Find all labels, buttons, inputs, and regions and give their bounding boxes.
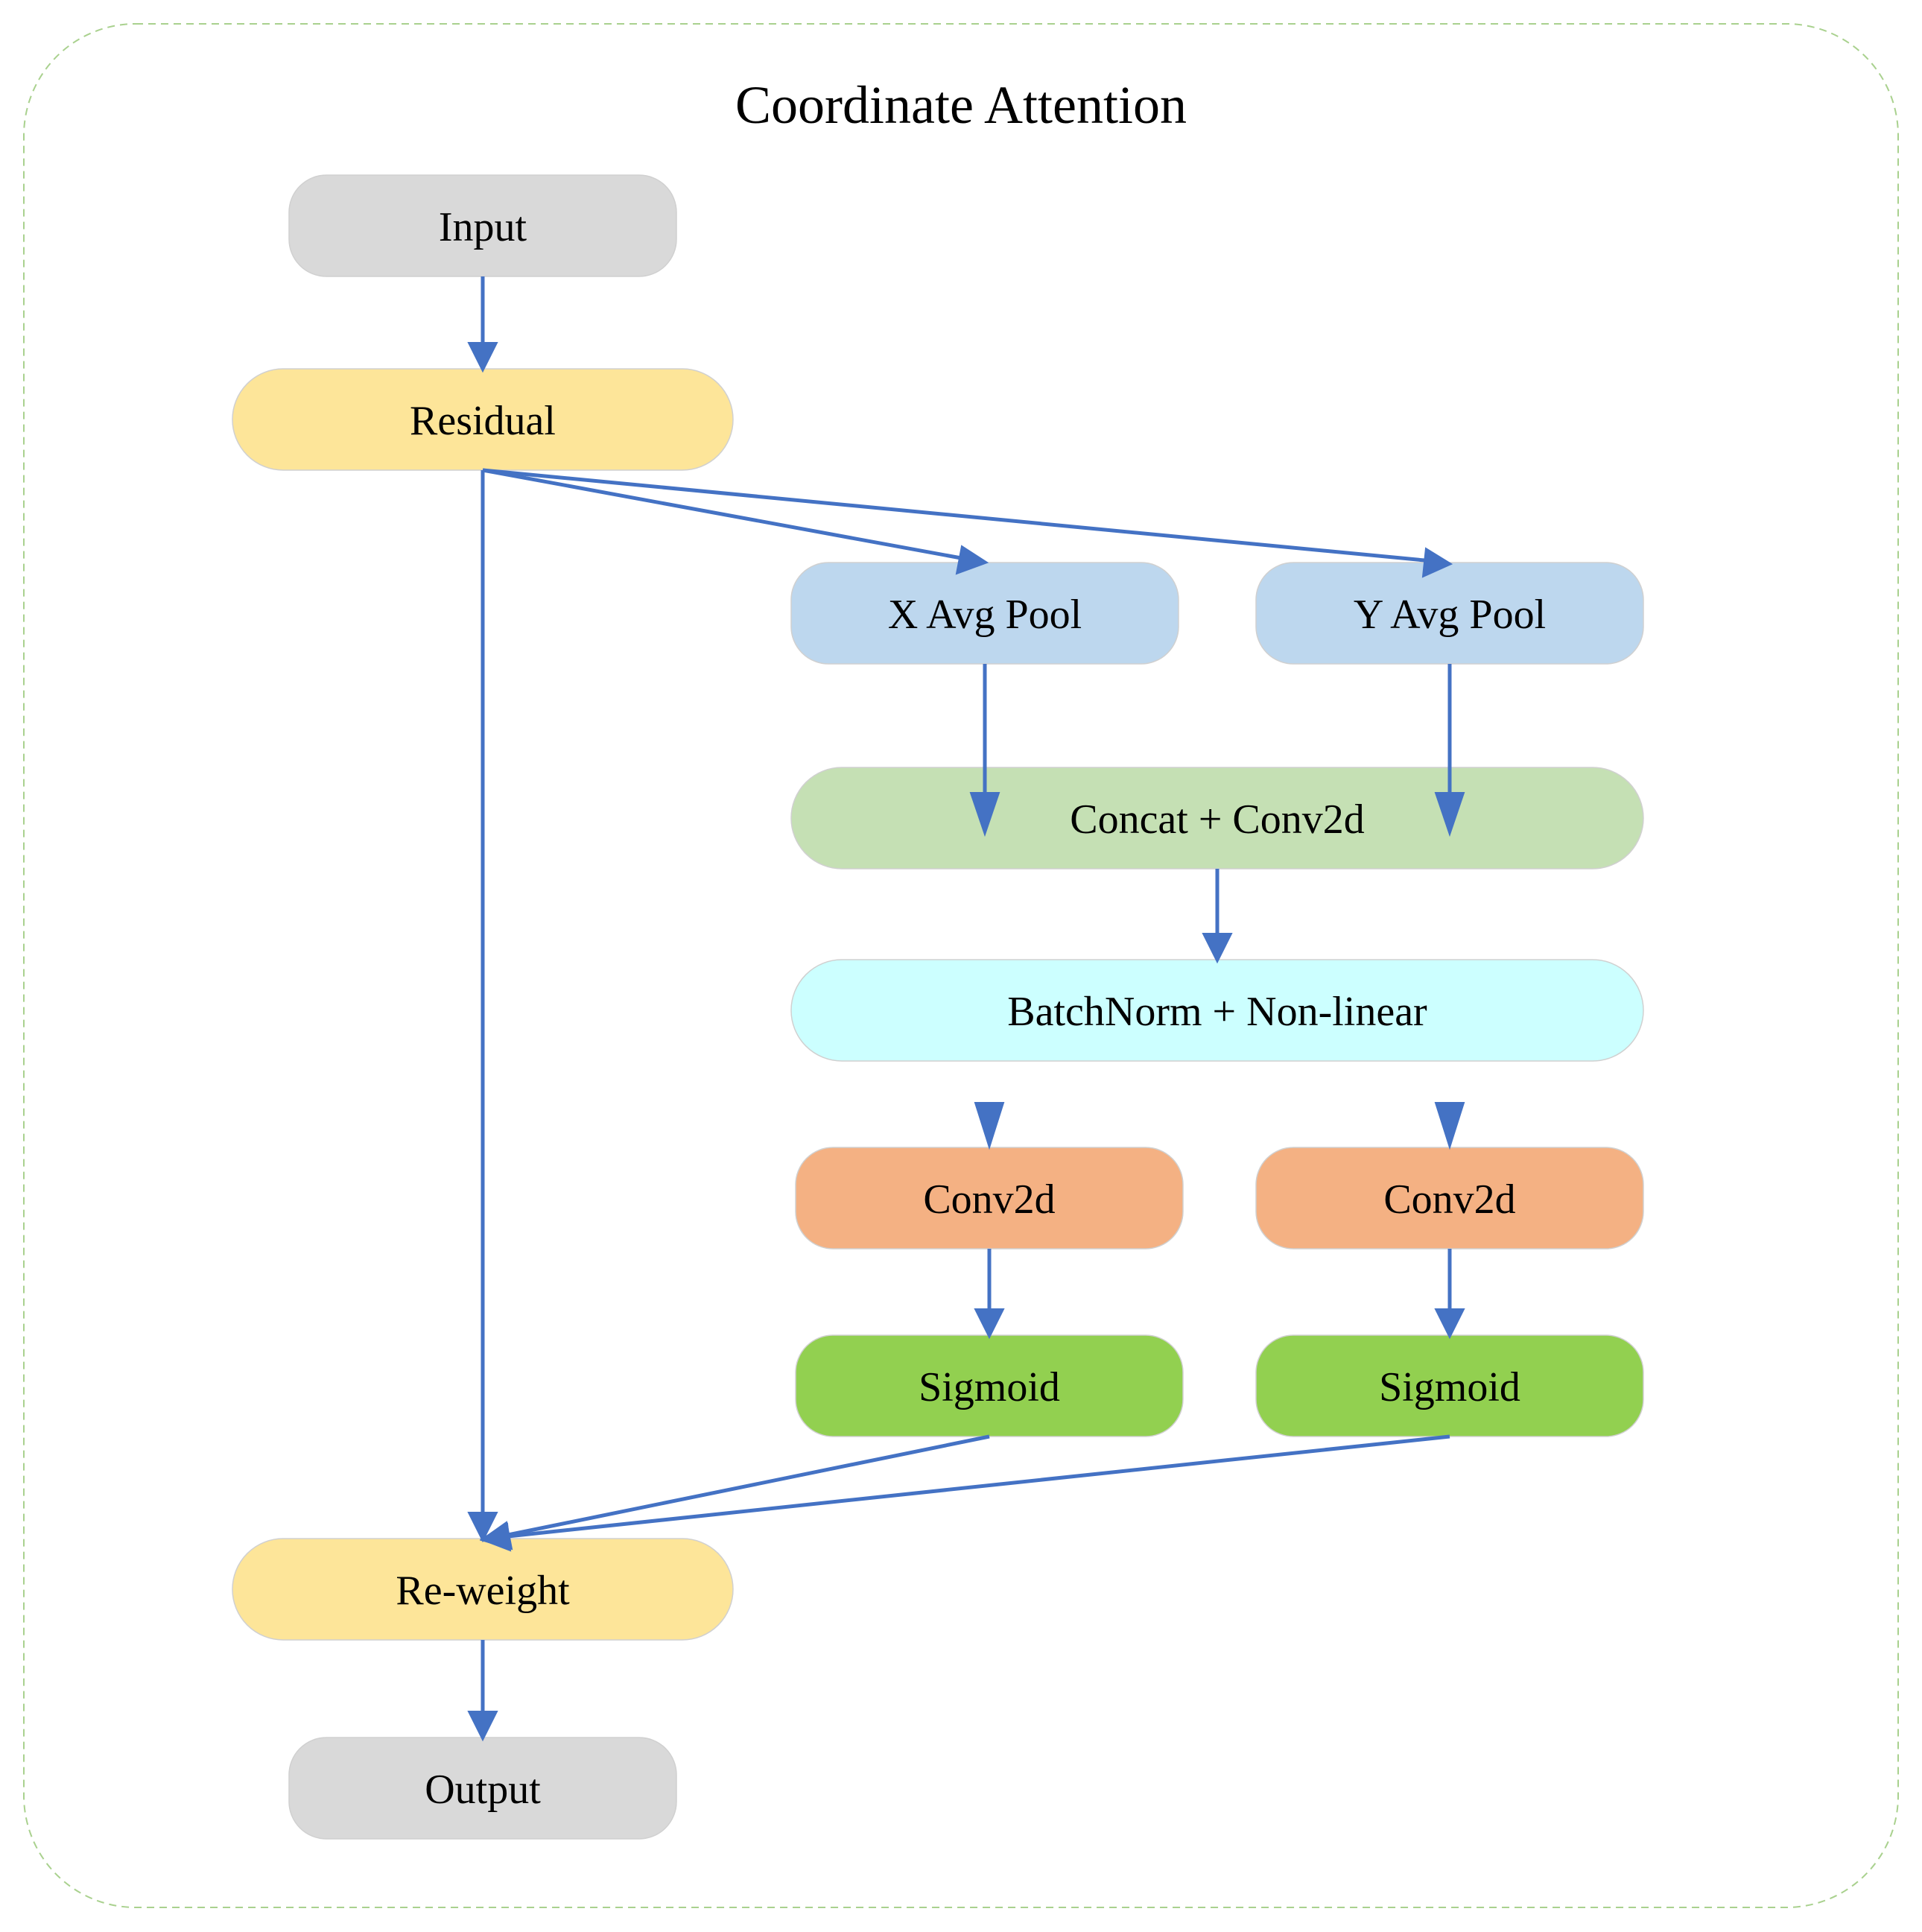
node-y-avg-pool: Y Avg Pool — [1255, 562, 1644, 665]
node-input-label: Input — [439, 204, 527, 250]
node-reweight: Re-weight — [232, 1538, 734, 1641]
edge-input-to-residual — [467, 276, 498, 373]
node-conv2d-right-label: Conv2d — [1383, 1176, 1515, 1223]
node-sigmoid-right-label: Sigmoid — [1379, 1364, 1520, 1410]
node-residual: Residual — [232, 368, 734, 471]
node-sigmoid-left: Sigmoid — [795, 1334, 1184, 1437]
edge-sigmoid-right-to-reweight — [479, 1434, 1450, 1552]
node-input: Input — [288, 174, 677, 277]
node-conv2d-right: Conv2d — [1255, 1147, 1644, 1250]
node-output-label: Output — [425, 1767, 541, 1813]
edge-concat-to-batchnorm — [1202, 869, 1233, 964]
edge-conv2d-left-to-sigmoid-left — [974, 1249, 1005, 1340]
node-batchnorm-nonlinear-label: BatchNorm + Non-linear — [1007, 989, 1427, 1035]
node-output: Output — [288, 1737, 677, 1840]
diagram-frame — [23, 23, 1899, 1908]
node-concat-conv2d: Concat + Conv2d — [790, 767, 1644, 870]
edge-reweight-to-output — [467, 1640, 498, 1742]
diagram-title: Coordinate Attention — [735, 75, 1187, 135]
edge-x-avg-pool-to-concat — [969, 664, 1000, 837]
node-conv2d-left-label: Conv2d — [923, 1176, 1055, 1223]
edge-residual-to-x-avg-pool — [482, 468, 989, 575]
edge-y-avg-pool-to-concat — [1434, 664, 1465, 837]
node-sigmoid-left-label: Sigmoid — [919, 1364, 1060, 1410]
node-x-avg-pool-label: X Avg Pool — [888, 592, 1082, 638]
node-concat-conv2d-label: Concat + Conv2d — [1070, 796, 1365, 843]
edge-batchnorm-to-conv2d-right — [1434, 1102, 1465, 1150]
node-batchnorm-nonlinear: BatchNorm + Non-linear — [790, 959, 1644, 1062]
node-sigmoid-right: Sigmoid — [1255, 1334, 1644, 1437]
edge-conv2d-right-to-sigmoid-right — [1434, 1249, 1465, 1340]
edge-residual-to-reweight — [467, 470, 498, 1543]
node-y-avg-pool-label: Y Avg Pool — [1354, 592, 1546, 638]
node-x-avg-pool: X Avg Pool — [790, 562, 1179, 665]
node-reweight-label: Re-weight — [396, 1568, 570, 1614]
node-conv2d-left: Conv2d — [795, 1147, 1184, 1250]
edge-residual-to-y-avg-pool — [482, 468, 1453, 578]
edge-batchnorm-to-conv2d-left — [974, 1102, 1005, 1150]
node-residual-label: Residual — [410, 398, 556, 444]
